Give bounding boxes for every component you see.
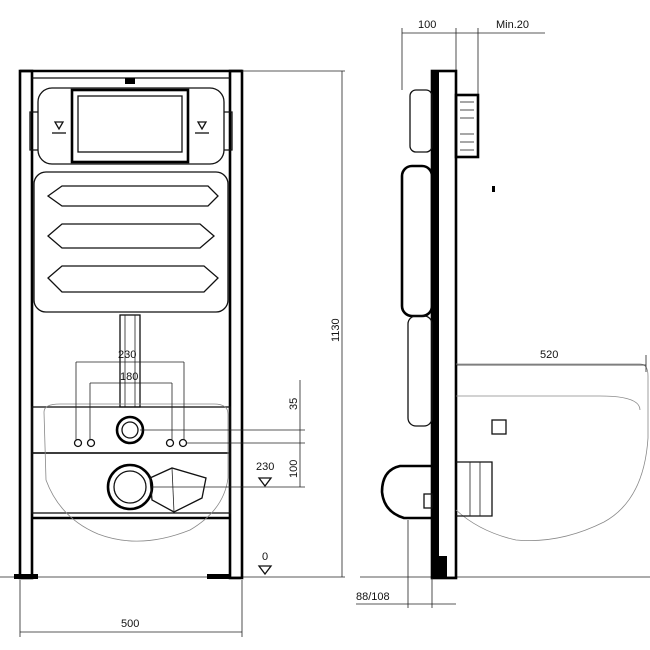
dim-overall-height: 1130 [330, 318, 342, 342]
dim-offset-mid: 100 [288, 460, 300, 478]
inlet-inner [121, 421, 139, 439]
drain-elbow [149, 467, 207, 513]
dim-drain-height: 230 [256, 461, 274, 473]
flush-actuator-side [454, 93, 480, 159]
level-marker-drain [257, 477, 273, 488]
dim-min-clearance: Min.20 [496, 19, 529, 31]
dim-pipe-offset: 88/108 [356, 591, 390, 603]
side-foot [437, 556, 447, 578]
wall-panel-edge [432, 71, 439, 578]
dim-frame-depth: 100 [418, 19, 436, 31]
actuator-mark [492, 186, 495, 192]
drain-clamp [423, 493, 433, 509]
dim-offset-top: 35 [288, 398, 300, 410]
flush-button-frame [70, 88, 190, 164]
drain-elbow-joint [171, 467, 175, 513]
tank-rib-3 [47, 265, 219, 293]
cistern-top-profile [409, 89, 433, 153]
bolt-right-outer [178, 438, 188, 448]
flush-pipe-profile [407, 315, 433, 427]
level-marker-floor [257, 565, 273, 576]
side-view: 100 Min.20 520 [356, 19, 650, 608]
bolt-left-inner [86, 438, 96, 448]
flush-pipe [119, 314, 141, 408]
dim-floor-level: 0 [262, 551, 268, 563]
drain-bend-profile [380, 464, 432, 520]
bowl-inlet-profile [491, 419, 507, 435]
flush-plate-outline [37, 87, 225, 165]
right-arrow-icon [196, 121, 208, 131]
tank-rib-2 [47, 223, 215, 249]
flush-right-clip [224, 111, 233, 151]
left-arrow-icon [53, 121, 65, 131]
foot-right [207, 574, 231, 579]
bolt-left-outer [73, 438, 83, 448]
dim-overall-width: 500 [121, 618, 139, 630]
flush-button [77, 95, 183, 153]
flush-left-clip [29, 111, 38, 151]
drain-inner [113, 470, 147, 504]
foot-left [14, 574, 38, 579]
dim-inner-spacing: 180 [120, 371, 138, 383]
bowl-silhouette [43, 403, 229, 542]
cistern-profile [400, 164, 434, 318]
front-view: 230 180 35 100 230 0 1130 500 [0, 69, 345, 637]
mounting-panel-lower [31, 452, 231, 514]
bowl-rim-profile [456, 395, 641, 411]
drain-spigot-profile [456, 461, 493, 517]
inlet-outer [115, 415, 145, 445]
frame-top-bracket [125, 78, 135, 84]
cistern-tank [33, 171, 229, 313]
bowl-profile [455, 363, 649, 541]
tank-rib-1 [46, 185, 219, 207]
dim-bowl-length: 520 [540, 349, 558, 361]
bolt-right-inner [165, 438, 175, 448]
dim-outer-spacing: 230 [118, 349, 136, 361]
